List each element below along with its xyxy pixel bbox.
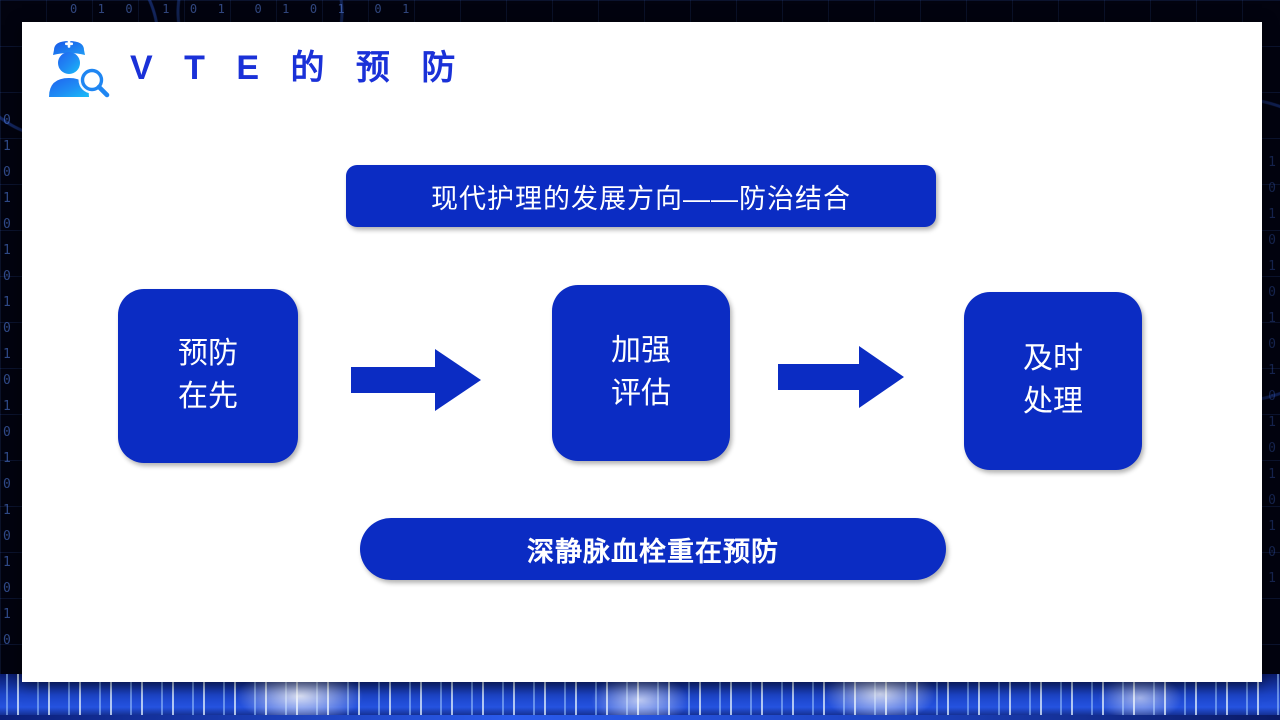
flow-step-box-3: 及时 处理 [964,292,1142,470]
flow-step-box-2: 加强 评估 [552,285,730,461]
top-banner: 现代护理的发展方向——防治结合 [346,165,936,227]
flow-step-box-1: 预防 在先 [118,289,298,463]
nurse-magnifier-icon [49,39,110,98]
binary-decoration-left: 0 1 0 1 0 1 0 1 0 1 0 1 0 1 0 1 0 1 0 1 … [3,113,13,648]
binary-decoration-right: 1 0 1 0 1 0 1 0 1 0 1 0 1 0 1 0 1 [1268,155,1278,586]
slide-header: V T E 的 预 防 [22,22,466,114]
binary-decoration-top: 0 1 0 1 0 1 0 1 0 1 0 1 [70,2,412,16]
background-bottom-rule [0,715,1280,720]
page-title: V T E 的 预 防 [130,49,467,87]
bottom-banner: 深静脉血栓重在预防 [360,518,946,580]
right-arrow-icon [351,349,481,411]
right-arrow-icon [778,346,904,408]
slide-content-card: V T E 的 预 防 现代护理的发展方向——防治结合 预防 在先 加强 评估 … [22,22,1262,682]
